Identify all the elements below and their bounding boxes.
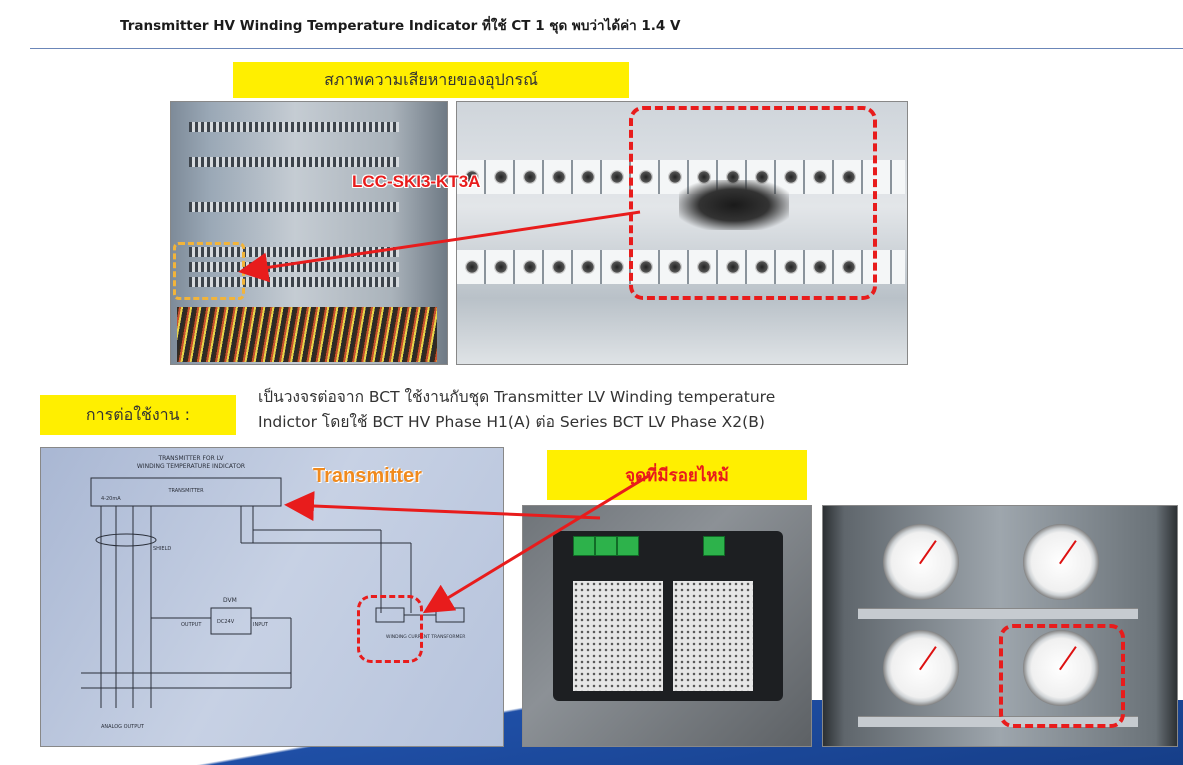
gauge-dial [1023,630,1099,706]
burn-callout-label: จุดที่มีรอยไหม้ [547,450,807,500]
gauge-dial [883,524,959,600]
schematic-ct-highlight [357,595,423,663]
ct-label: WINDING CURRENT TRANSFORMER [386,634,465,640]
temperature-gauges-photo [822,505,1178,747]
usage-description-line2: Indictor โดยใช้ BCT HV Phase H1(A) ต่อ S… [258,413,765,431]
output-label: OUTPUT [181,622,202,628]
wire-bundle [177,307,437,362]
shield-label: SHIELD [153,546,171,552]
usage-section-label: การต่อใช้งาน : [40,395,236,435]
terminal-rail [189,277,399,287]
terminal-rail [189,262,399,272]
gauge-dial [883,630,959,706]
burn-pointer-arrow [422,473,651,614]
damage-location-arrow [238,210,641,283]
gauge-shelf [858,608,1138,619]
circuit-board [573,581,663,691]
usage-description-line1: เป็นวงจรต่อจาก BCT ใช้งานกับชุด Transmit… [258,388,776,406]
burn-damage [679,180,789,230]
current-label: 4-20mA [101,496,121,502]
transmitter-title: Transmitter [313,465,422,487]
transmitter-pointer-arrow [284,491,601,521]
gauge-highlight [999,624,1125,728]
dvm-label: DVM [223,597,237,604]
component-tag: LCC-SKI3-KT3A [352,172,481,191]
vdc-label: DC24V [217,619,235,625]
gauge-dial [1023,524,1099,600]
cabinet-photo [170,101,448,365]
page-header: Transmitter HV Winding Temperature Indic… [120,18,681,34]
header-divider [30,48,1183,49]
terminal-rail [189,122,399,132]
junction-box-photo [522,505,812,747]
analog-output-label: ANALOG OUTPUT [101,724,145,730]
terminal-rail [189,247,399,257]
schematic-heading-line1: TRANSMITTER FOR LV [157,455,224,462]
gauge-shelf [858,716,1138,727]
schematic-drawing: TRANSMITTER FOR LV WINDING TEMPERATURE I… [81,455,465,730]
transmitter-box-label: TRANSMITTER [167,488,204,494]
damage-section-label: สภาพความเสียหายของอุปกรณ์ [233,62,629,98]
terminal-rail [189,202,399,212]
circuit-board [673,581,753,691]
schematic-heading-line2: WINDING TEMPERATURE INDICATOR [137,463,245,470]
terminal-rail [189,157,399,167]
input-label: INPUT [253,622,269,628]
terminal-block-photo [456,101,908,365]
damage-highlight [629,106,877,300]
